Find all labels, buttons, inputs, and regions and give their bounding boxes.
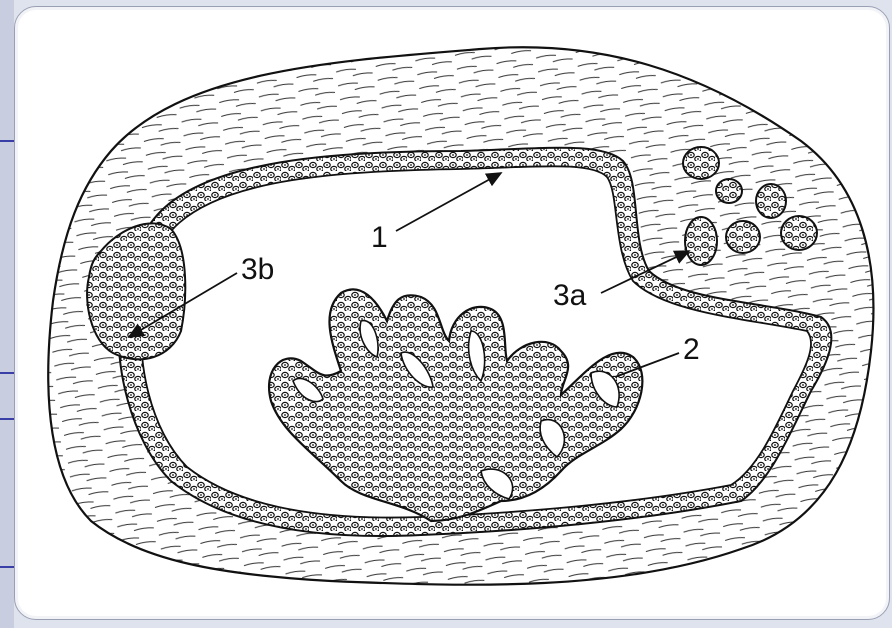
image-card: 1 2 3a 3b — [14, 6, 890, 620]
label-3a: 3a — [553, 279, 587, 312]
label-2: 2 — [683, 333, 700, 366]
rail-mark — [0, 418, 14, 420]
left-rail — [0, 0, 14, 628]
rail-mark — [0, 140, 14, 142]
label-3b: 3b — [241, 253, 274, 286]
rail-mark — [0, 566, 14, 568]
cross-section-diagram: 1 2 3a 3b — [15, 7, 889, 619]
label-1: 1 — [371, 221, 388, 254]
rail-mark — [0, 372, 14, 374]
